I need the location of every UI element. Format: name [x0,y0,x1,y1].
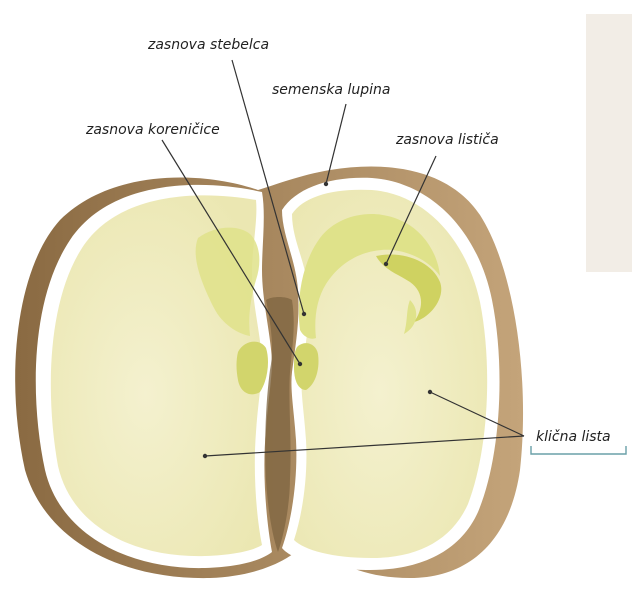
label-cotyledons: klična lista [536,429,611,445]
dot-seed-coat [324,182,328,186]
dot-radicle [298,362,302,366]
label-radicle-primordium: zasnova koreničice [86,122,220,138]
label-stem-primordium: zasnova stebelca [148,37,269,53]
dot-stem [302,312,306,316]
label-leaf-primordium: zasnova lističa [396,132,499,148]
dot-leaf [384,262,388,266]
dot-cotyledon-left [203,454,207,458]
cotyledons-label-bracket [531,446,626,454]
dot-cotyledon-right [428,390,432,394]
label-seed-coat: semenska lupina [272,82,390,98]
